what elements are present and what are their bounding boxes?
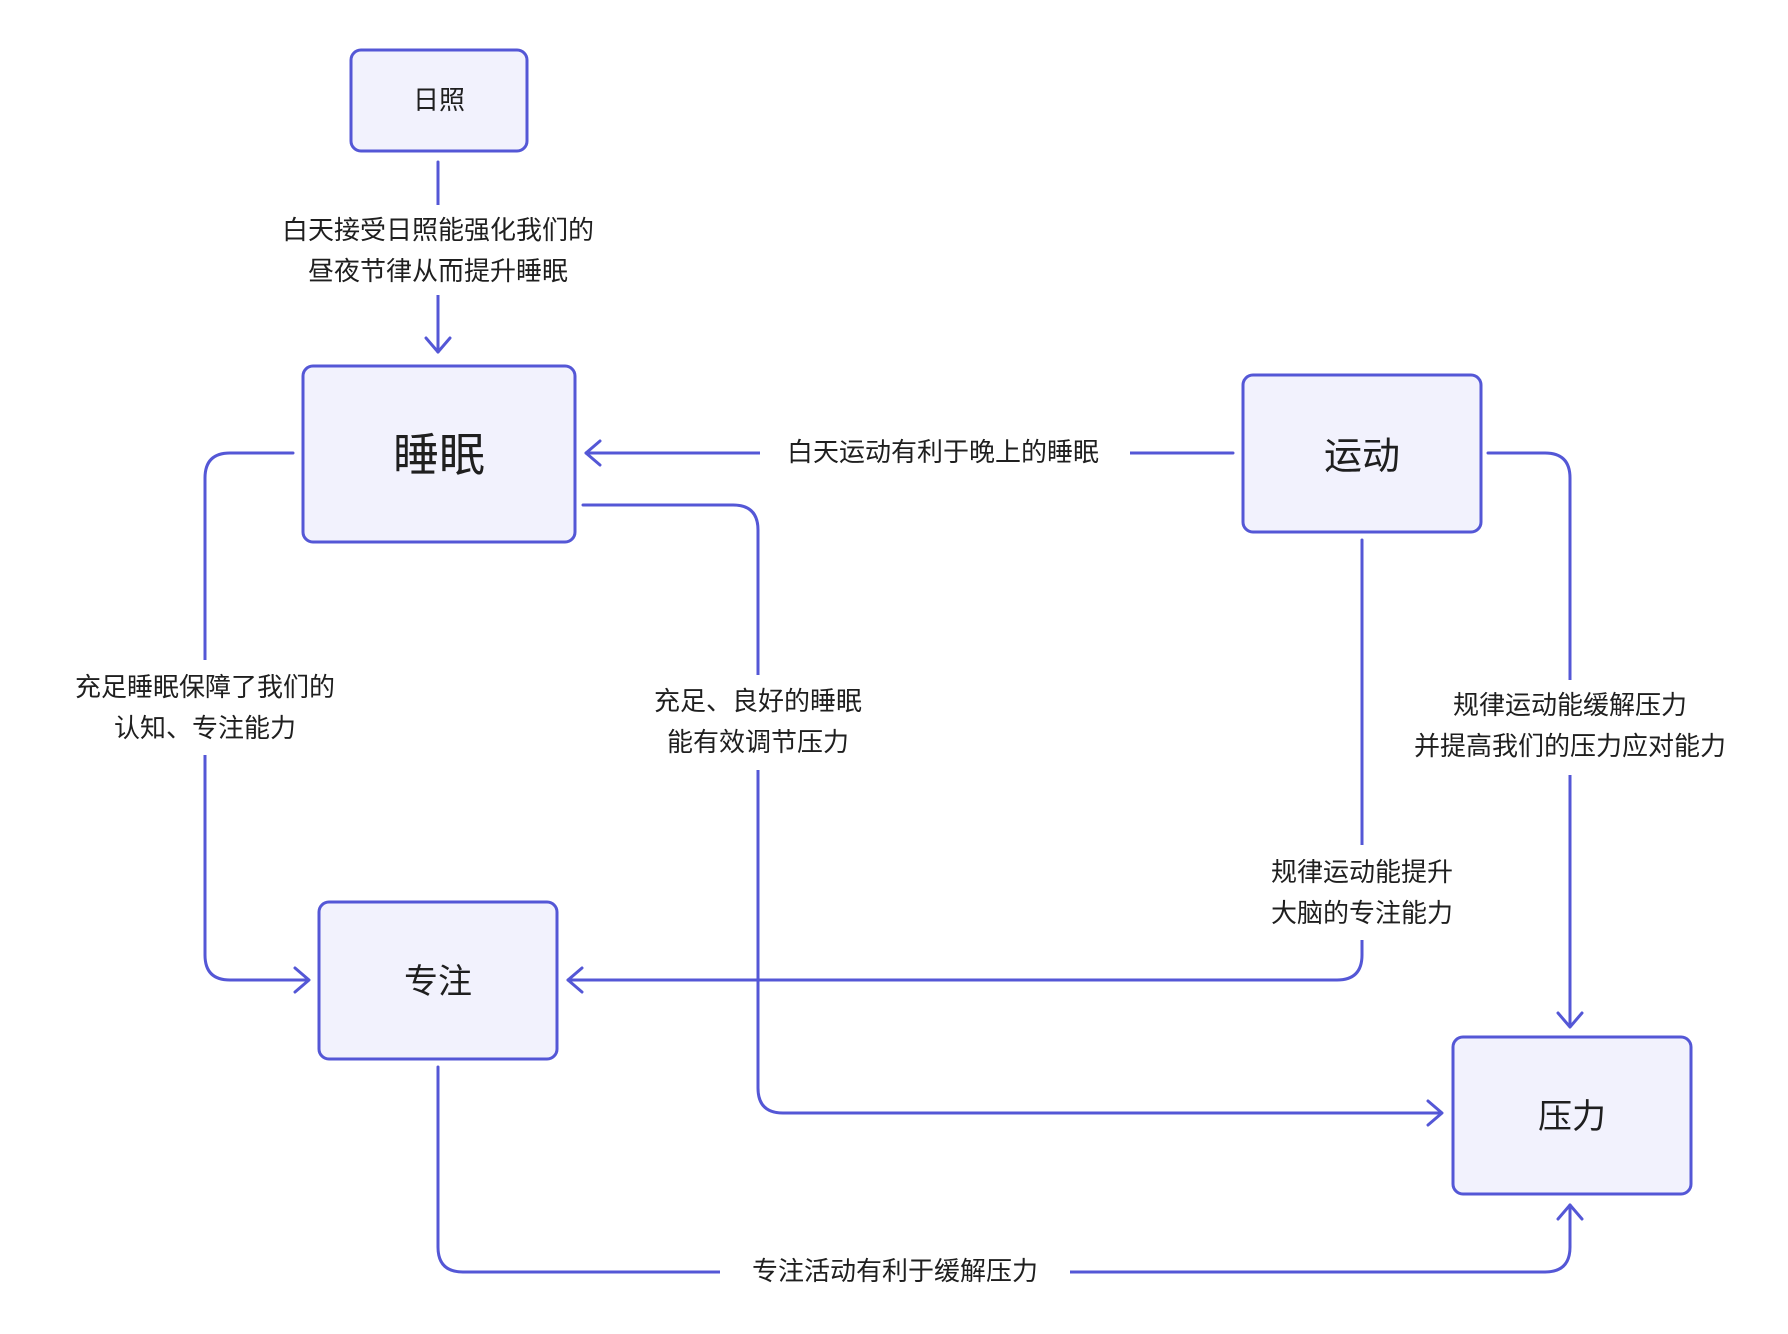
- edge-sleep-to-stress: [581, 503, 1444, 1127]
- node-sleep[interactable]: 睡眠: [301, 364, 577, 544]
- edge-label-line: 认知、专注能力: [114, 714, 296, 744]
- node-stress[interactable]: 压力: [1451, 1035, 1693, 1196]
- edge-label-line: 昼夜节律从而提升睡眠: [308, 257, 568, 287]
- edge-label-line: 白天接受日照能强化我们的: [282, 216, 594, 246]
- node-sunlight[interactable]: 日照: [349, 48, 529, 153]
- node-label: 专注: [404, 962, 472, 1002]
- node-label: 压力: [1538, 1097, 1606, 1137]
- edge-label-line: 规律运动能提升: [1271, 858, 1453, 888]
- edge-label-line: 专注活动有利于缓解压力: [752, 1257, 1038, 1287]
- edge-label-line: 大脑的专注能力: [1271, 899, 1453, 929]
- node-exercise[interactable]: 运动: [1241, 373, 1483, 534]
- edge-label-line: 充足、良好的睡眠: [654, 687, 862, 717]
- edge-exercise-to-focus: [566, 538, 1364, 994]
- node-label: 睡眠: [393, 428, 485, 482]
- edge-focus-to-stress: [436, 1065, 1584, 1274]
- edge-label-line: 规律运动能缓解压力: [1453, 691, 1687, 721]
- node-label: 运动: [1324, 434, 1400, 478]
- edge-label-sleep-focus: 充足睡眠保障了我们的 认知、专注能力: [55, 660, 355, 755]
- edge-label-exercise-stress: 规律运动能缓解压力 并提高我们的压力应对能力: [1390, 680, 1750, 775]
- edge-label-line: 能有效调节压力: [667, 728, 849, 758]
- edge-exercise-to-stress: [1486, 451, 1584, 1029]
- edge-label-exercise-focus: 规律运动能提升 大脑的专注能力: [1252, 845, 1472, 940]
- edge-label-focus-stress: 专注活动有利于缓解压力: [720, 1250, 1070, 1296]
- edge-label-exercise-sleep: 白天运动有利于晚上的睡眠: [760, 430, 1130, 476]
- edge-label-line: 并提高我们的压力应对能力: [1414, 732, 1726, 762]
- edge-label-sunlight-sleep: 白天接受日照能强化我们的 昼夜节律从而提升睡眠: [258, 205, 618, 295]
- node-focus[interactable]: 专注: [317, 900, 559, 1061]
- edge-label-line: 充足睡眠保障了我们的: [75, 673, 335, 703]
- edge-label-sleep-stress: 充足、良好的睡眠 能有效调节压力: [630, 675, 886, 770]
- edge-label-line: 白天运动有利于晚上的睡眠: [787, 438, 1099, 468]
- node-label: 日照: [413, 86, 465, 116]
